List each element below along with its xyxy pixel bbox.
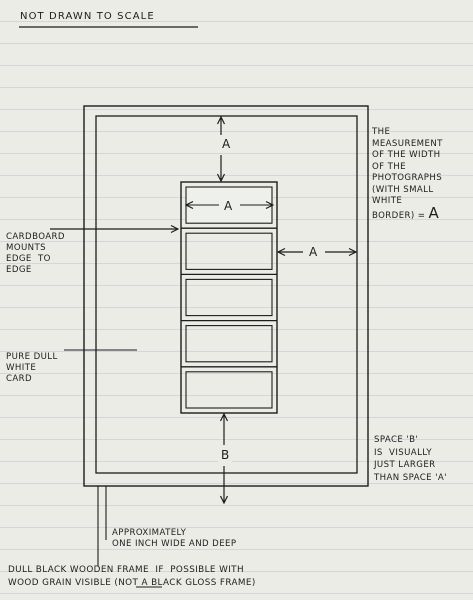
cardboard-mounts-note: CARDBOARD MOUNTS EDGE TO EDGE — [6, 232, 65, 275]
frame-description-note: DULL BLACK WOODEN FRAME IF POSSIBLE WITH… — [8, 564, 256, 590]
white-card-note: PURE DULL WHITE CARD — [6, 352, 58, 384]
photograph — [185, 278, 273, 317]
mount-column — [180, 181, 278, 414]
photograph — [185, 232, 273, 270]
photograph — [185, 371, 273, 409]
space-b-note: SPACE 'B' IS VISUALLY JUST LARGER THAN S… — [374, 435, 447, 483]
dimension-side-label: A — [306, 245, 321, 259]
frame-size-note: APPROXIMATELY ONE INCH WIDE AND DEEP — [112, 528, 237, 549]
photo-width-note: THE MEASUREMENT OF THE WIDTH OF THE PHOT… — [372, 127, 443, 222]
photo-width-note-text: THE MEASUREMENT OF THE WIDTH OF THE PHOT… — [372, 127, 443, 221]
frame-desc-not: NOT — [118, 578, 139, 588]
dimension-top-label: A — [219, 137, 234, 151]
dimension-bottom-label: B — [218, 448, 233, 462]
inner-frame — [95, 115, 358, 474]
frame-desc-line-2-start: WOOD GRAIN VISIBLE ( — [8, 578, 119, 588]
photo-width-letter: A — [428, 203, 440, 222]
photograph-mounts — [181, 186, 277, 409]
frame-desc-line-2-end: A BLACK GLOSS FRAME) — [138, 578, 256, 588]
photograph — [185, 325, 273, 363]
dimension-photo-label: A — [221, 199, 236, 213]
frame-desc-line-1: DULL BLACK WOODEN FRAME IF POSSIBLE WITH — [8, 565, 244, 575]
drawing-title: NOT DRAWN TO SCALE — [20, 11, 155, 22]
outer-frame — [83, 105, 369, 487]
